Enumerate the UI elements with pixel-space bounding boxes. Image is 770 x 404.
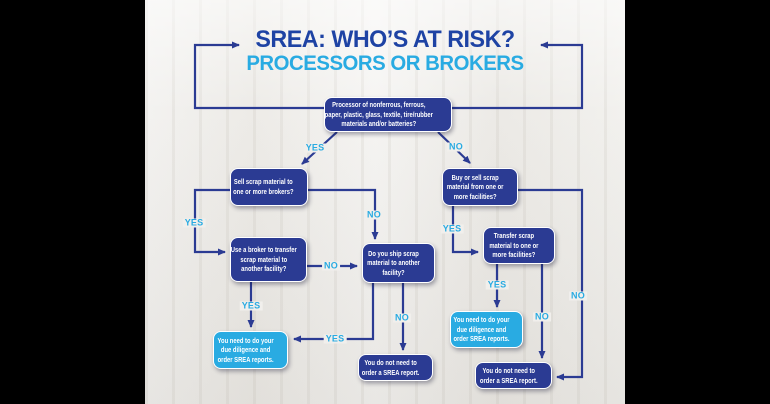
- node-transfer-question: Transfer scrap material to one or more f…: [483, 227, 555, 264]
- loop-right-arrow: [452, 41, 584, 110]
- page-subtitle: PROCESSORS OR BROKERS: [246, 52, 524, 76]
- yes-label: YES: [485, 279, 509, 290]
- node-diligence-right-text: You need to do your due diligence and or…: [453, 315, 510, 344]
- letterbox-left: [0, 0, 145, 404]
- edge-ship-yes: [293, 283, 375, 343]
- node-diligence-left-result: You need to do your due diligence and or…: [213, 331, 288, 369]
- no-label: NO: [322, 260, 340, 271]
- page-title: SREA: WHO’S AT RISK?: [255, 26, 515, 53]
- node-use-broker-question: Use a broker to transfer scrap material …: [230, 237, 307, 282]
- flowchart: SREA: WHO’S AT RISK? PROCESSORS OR BROKE…: [145, 0, 625, 404]
- yes-label: YES: [182, 217, 206, 228]
- node-diligence-right-result: You need to do your due diligence and or…: [450, 311, 523, 348]
- yes-label: YES: [440, 223, 464, 234]
- loop-left-arrow: [193, 41, 324, 110]
- edge-sell-no: [308, 188, 379, 240]
- node-no-report-right-result: You do not need to order a SREA report.: [475, 362, 552, 389]
- no-label: NO: [569, 290, 587, 301]
- title-block: SREA: WHO’S AT RISK? PROCESSORS OR BROKE…: [145, 27, 625, 75]
- node-no-report-mid-result: You do not need to order a SREA report.: [358, 354, 433, 381]
- no-label: NO: [533, 311, 551, 322]
- node-no-report-mid-text: You do not need to order a SREA report.: [361, 357, 420, 377]
- node-diligence-left-text: You need to do your due diligence and or…: [217, 335, 274, 364]
- node-ship-scrap-question: Do you ship scrap material to another fa…: [362, 243, 435, 283]
- no-label: NO: [447, 141, 465, 152]
- node-processor-text: Processor of nonferrous, ferrous, paper,…: [325, 100, 434, 129]
- node-transfer-text: Transfer scrap material to one or more f…: [489, 231, 539, 260]
- node-buy-sell-text: Buy or sell scrap material from one or m…: [446, 172, 504, 201]
- node-use-broker-text: Use a broker to transfer scrap material …: [230, 245, 297, 274]
- no-label: NO: [393, 312, 411, 323]
- no-label: NO: [365, 209, 383, 220]
- yes-label: YES: [239, 300, 263, 311]
- node-no-report-right-text: You do not need to order a SREA report.: [479, 365, 538, 385]
- edge-buy-yes: [451, 206, 479, 256]
- yes-label: YES: [303, 142, 327, 153]
- node-buy-sell-question: Buy or sell scrap material from one or m…: [442, 168, 518, 206]
- letterbox-right: [625, 0, 770, 404]
- yes-label: YES: [323, 333, 347, 344]
- node-processor-question: Processor of nonferrous, ferrous, paper,…: [324, 97, 452, 132]
- node-ship-scrap-text: Do you ship scrap material to another fa…: [367, 248, 420, 277]
- node-sell-brokers-question: Sell scrap material to one or more broke…: [230, 168, 308, 206]
- node-sell-brokers-text: Sell scrap material to one or more broke…: [233, 177, 294, 196]
- edge-buy-no: [518, 188, 584, 381]
